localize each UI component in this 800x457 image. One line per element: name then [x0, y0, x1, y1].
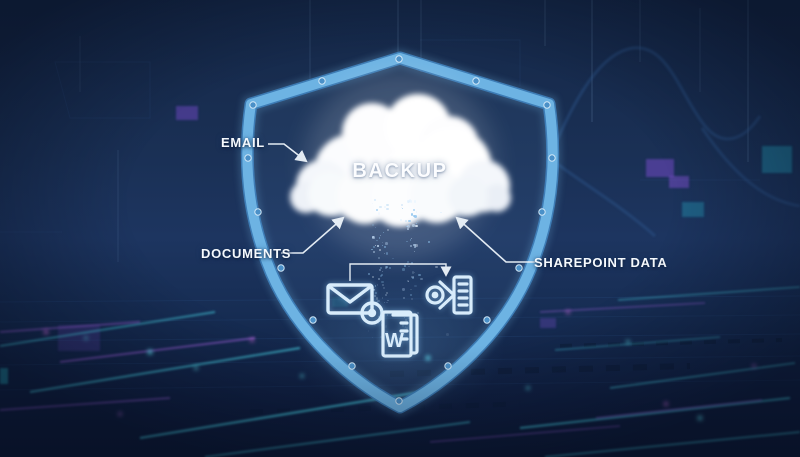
callout-label-sharepoint: SHAREPOINT DATA	[534, 255, 668, 270]
sharepoint-document-icon	[425, 275, 473, 315]
sharepoint-connector	[455, 216, 535, 263]
word-document-icon: W	[381, 310, 419, 358]
svg-text:W: W	[385, 330, 404, 352]
callout-label-documents: DOCUMENTS	[201, 246, 292, 261]
callout-label-email: EMAIL	[221, 135, 265, 150]
email-connector	[268, 143, 308, 163]
cloud-backup-label: BACKUP	[352, 160, 448, 182]
